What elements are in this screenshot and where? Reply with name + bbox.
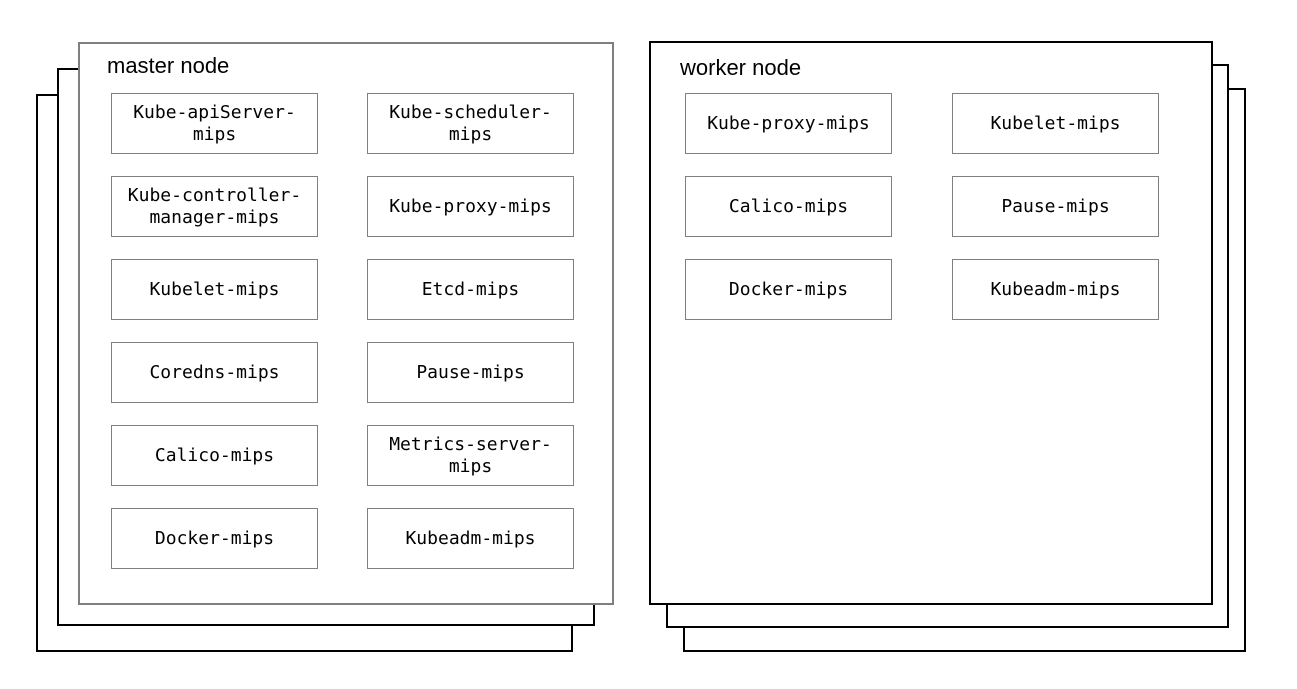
box-calico-mips: Calico-mips <box>685 176 892 237</box>
box-kubeadm-mips: Kubeadm-mips <box>367 508 574 569</box>
master-node-box: master node Kube-apiServer-mips Kube-sch… <box>78 42 614 605</box>
box-docker-mips: Docker-mips <box>111 508 318 569</box>
box-metrics-server-mips: Metrics-server-mips <box>367 425 574 486</box>
box-pause-mips: Pause-mips <box>367 342 574 403</box>
worker-components-grid: Kube-proxy-mips Kubelet-mips Calico-mips… <box>685 93 1159 320</box>
box-kube-controller-manager-mips: Kube-controller-manager-mips <box>111 176 318 237</box>
box-coredns-mips: Coredns-mips <box>111 342 318 403</box>
box-calico-mips: Calico-mips <box>111 425 318 486</box>
worker-node-box: worker node Kube-proxy-mips Kubelet-mips… <box>649 41 1213 605</box>
box-etcd-mips: Etcd-mips <box>367 259 574 320</box>
master-node-title: master node <box>107 53 230 78</box>
box-kube-proxy-mips: Kube-proxy-mips <box>367 176 574 237</box>
box-kube-scheduler-mips: Kube-scheduler-mips <box>367 93 574 154</box>
box-pause-mips: Pause-mips <box>952 176 1159 237</box>
box-kube-apiserver-mips: Kube-apiServer-mips <box>111 93 318 154</box>
box-kubeadm-mips: Kubeadm-mips <box>952 259 1159 320</box>
worker-node-title: worker node <box>680 55 802 80</box>
box-kubelet-mips: Kubelet-mips <box>111 259 318 320</box>
box-docker-mips: Docker-mips <box>685 259 892 320</box>
master-components-grid: Kube-apiServer-mips Kube-scheduler-mips … <box>111 93 574 569</box>
box-kubelet-mips: Kubelet-mips <box>952 93 1159 154</box>
box-kube-proxy-mips: Kube-proxy-mips <box>685 93 892 154</box>
